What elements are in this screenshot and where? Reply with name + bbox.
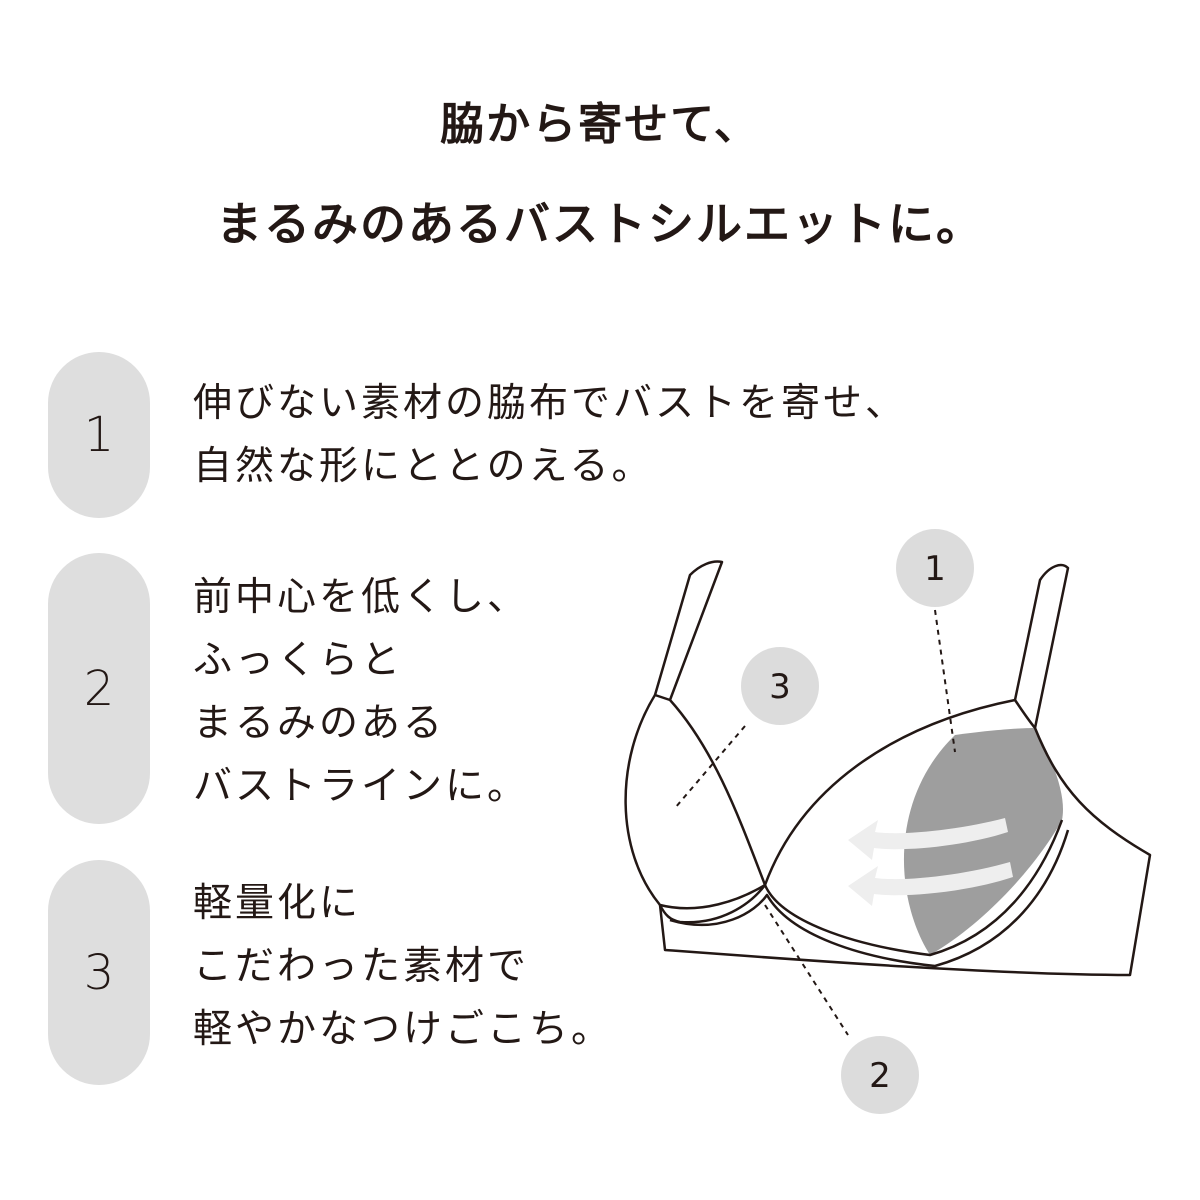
feature-number-badge-3: 3 [48,860,150,1085]
headline-line-2: まるみのあるバストシルエットに。 [216,197,984,251]
callout-1: 1 [896,529,974,607]
svg-text:1: 1 [924,549,946,589]
right-cup [658,698,1152,977]
arrows-icon [848,818,1013,906]
left-cup [624,693,767,910]
callout-2: 2 [841,1036,919,1114]
feature-line: バストラインに。 [193,764,530,809]
feature-description-3: 軽量化に こだわった素材で 軽やかなつけごこち。 [193,872,613,1061]
feature-description-2: 前中心を低くし、 ふっくらと まるみのある バストラインに。 [193,566,529,818]
feature-line: 伸びない素材の脇布でバストを寄せ、 [193,381,908,426]
feature-line: 自然な形にととのえる。 [193,444,654,489]
headline-line-1: 脇から寄せて、 [440,99,760,150]
feature-line: ふっくらと [193,638,404,683]
feature-line: 軽やかなつけごこち。 [193,1007,614,1052]
feature-line: こだわった素材で [193,944,530,989]
svg-text:3: 3 [769,667,791,707]
feature-number-badge-1: 1 [48,352,150,518]
callout-3: 3 [741,647,819,725]
svg-text:2: 2 [869,1056,891,1096]
feature-line: まるみのある [193,701,446,746]
left-strap [653,560,724,701]
side-panel [903,728,1063,955]
feature-line: 軽量化に [193,881,362,926]
feature-description-1: 伸びない素材の脇布でバストを寄せ、 自然な形にととのえる。 [193,372,907,498]
right-strap [1013,563,1070,729]
feature-number-badge-2: 2 [48,553,150,824]
feature-line: 前中心を低くし、 [193,575,530,620]
